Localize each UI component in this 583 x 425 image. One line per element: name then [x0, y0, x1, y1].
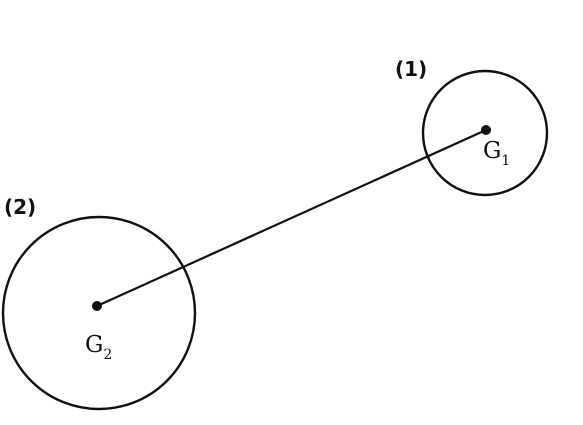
body-1-circle	[421, 69, 549, 197]
body-2-center-subscript: 2	[103, 347, 112, 363]
body-1: (1) G1	[395, 57, 549, 197]
body-2-center-symbol: G	[85, 332, 103, 358]
body-1-center-subscript: 1	[501, 153, 510, 169]
body-1-tag: (1)	[395, 57, 427, 81]
body-1-center-label: G1	[483, 138, 510, 169]
body-2-center-label: G2	[85, 332, 112, 363]
body-1-center-symbol: G	[483, 138, 501, 164]
body-2: (2) G2	[1, 195, 197, 411]
body-2-tag: (2)	[4, 195, 36, 219]
center-connector-line	[95, 128, 488, 308]
body-2-circle	[1, 215, 197, 411]
